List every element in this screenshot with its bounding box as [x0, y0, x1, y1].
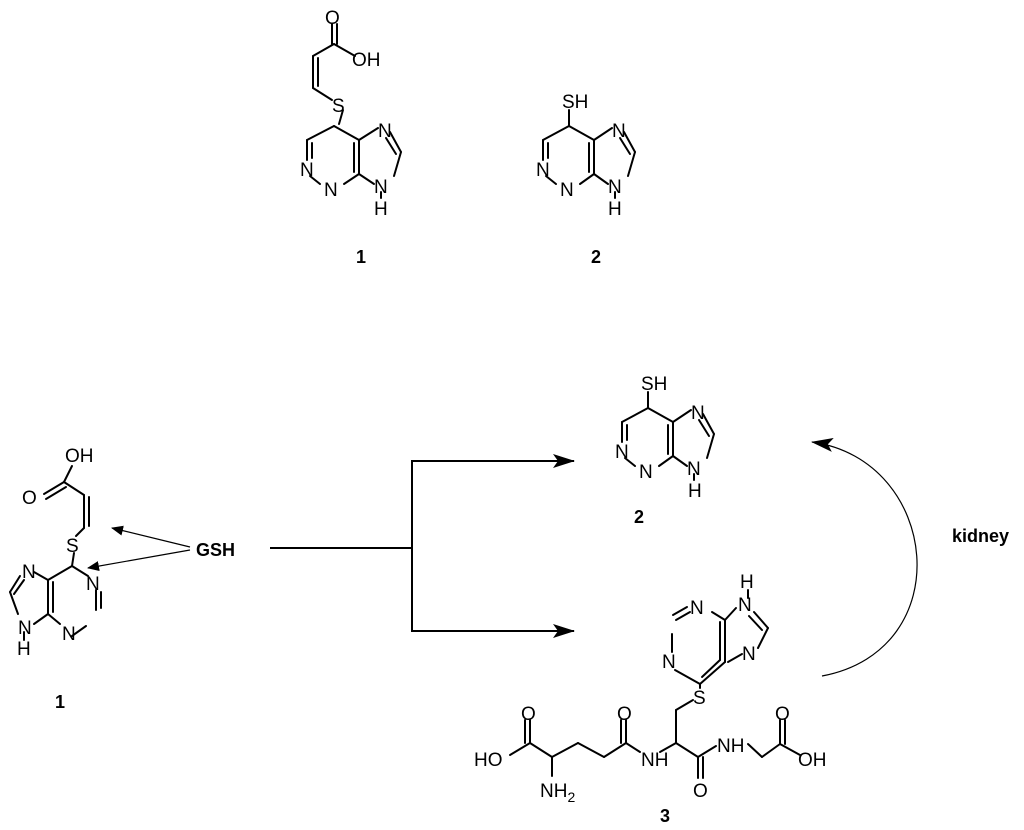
atom-oh: OH [798, 750, 827, 771]
attack-arrow-alkene [111, 525, 191, 548]
atom-n: N [22, 562, 36, 583]
atom-h: H [740, 572, 754, 593]
kidney-label: kidney [952, 526, 1009, 546]
atom-n: N [374, 177, 388, 198]
atom-n: N [738, 595, 752, 616]
atom-n: N [62, 624, 76, 645]
atom-o: O [617, 704, 632, 725]
atom-n: N [639, 462, 653, 483]
compound-1-bottom: OH O S N N N N H [9, 446, 102, 660]
atom-n: N [536, 160, 550, 181]
atom-n: N [324, 180, 338, 201]
compound-3: H N N N N S NH NH O O OH O O HO NH2 [474, 572, 827, 805]
atom-nh: NH [717, 736, 744, 757]
atom-n: N [300, 160, 314, 181]
atom-n: N [742, 644, 756, 665]
atom-h: H [688, 481, 702, 502]
compound-label-3: 3 [660, 806, 670, 826]
atom-s: S [332, 96, 345, 117]
atom-n: N [612, 121, 626, 142]
atom-nh: NH [641, 750, 668, 771]
atom-n: N [86, 574, 100, 595]
compound-2-top: SH N N N N H [536, 92, 636, 220]
atom-h: H [17, 639, 31, 660]
atom-n: N [690, 598, 704, 619]
atom-n: N [378, 121, 392, 142]
atom-h: H [374, 199, 388, 220]
atom-h: H [608, 199, 622, 220]
atom-n: N [687, 459, 701, 480]
atom-n: N [691, 403, 705, 424]
atom-o: O [325, 8, 340, 29]
atom-s: S [66, 536, 79, 557]
atom-sh: SH [562, 92, 588, 113]
compound-label-1-bottom: 1 [55, 692, 65, 712]
atom-o: O [775, 704, 790, 725]
atom-oh: OH [65, 446, 94, 467]
branch-arrows [270, 454, 575, 638]
atom-nh2: NH2 [540, 781, 575, 805]
compound-label-2-bottom: 2 [634, 507, 644, 527]
compound-2-bottom: SH N N N N H [615, 374, 715, 502]
atom-oh: OH [352, 50, 381, 71]
atom-n: N [608, 177, 622, 198]
atom-n: N [662, 652, 676, 673]
compound-label-1: 1 [356, 247, 366, 267]
atom-ho: HO [474, 750, 503, 771]
atom-o: O [521, 704, 536, 725]
atom-sh: SH [641, 374, 667, 395]
kidney-arrow [811, 438, 918, 677]
attack-arrow-purine [87, 549, 191, 572]
reagent-gsh: GSH [196, 540, 235, 560]
atom-s: S [693, 688, 706, 709]
atom-o: O [693, 781, 708, 802]
compound-label-2: 2 [591, 247, 601, 267]
atom-n: N [18, 618, 32, 639]
atom-n: N [615, 442, 629, 463]
atom-n: N [560, 180, 574, 201]
atom-o: O [22, 488, 37, 509]
compound-1-top: O OH S N N N N H [300, 8, 402, 220]
